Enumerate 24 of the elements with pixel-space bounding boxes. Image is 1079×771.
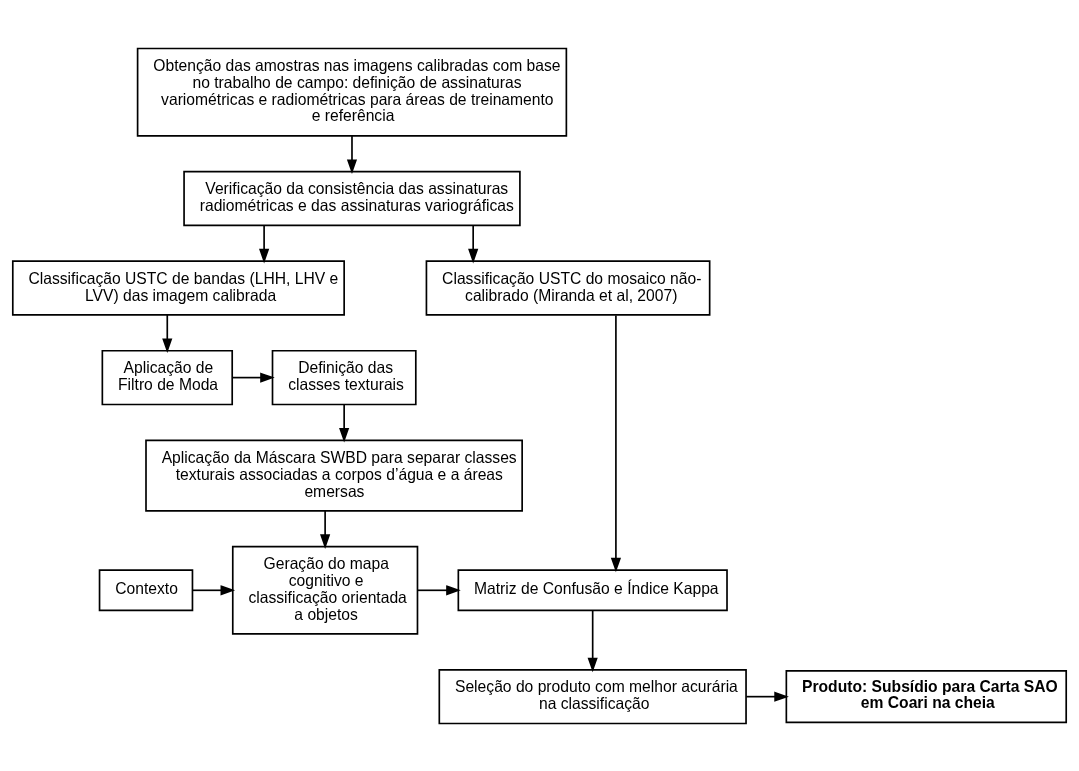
node-box: Classificação USTC do mosaico não-calibrado (Miranda et al, 2007): [425, 259, 711, 316]
node-box: Matriz de Confusão e Índice Kappa: [457, 568, 728, 611]
arrow: [259, 224, 270, 263]
arrow: [339, 403, 350, 443]
arrow: [416, 584, 461, 595]
arrow: [191, 584, 236, 595]
node-box: Verificação da consistência das assinaturas radiométricas e das assinaturas variográficas: [183, 170, 521, 226]
node-box: Geração do mapa cognitivo e classificação orientada a objetos: [231, 545, 419, 635]
arrow: [346, 134, 358, 174]
node-box: Aplicação da Máscara SWBD para separar classes texturais associadas a corpos d’água e a áreas emersas: [145, 438, 523, 512]
arrow: [231, 372, 275, 383]
arrow: [320, 509, 331, 549]
node-box: Seleção do produto com melhor acurária na classificação: [438, 668, 747, 724]
arrow: [162, 313, 173, 353]
node-box: Aplicação de Filtro de Moda: [101, 349, 234, 405]
node-box: Classificação USTC de bandas (LHH, LHV e LVV) das imagem calibrada: [11, 259, 345, 316]
arrow: [745, 691, 789, 702]
node-box: Definição das classes texturais: [271, 349, 417, 405]
node-box: Obtenção das amostras nas imagens calibradas com base no trabalho de campo: definição de assinaturas variométricas e radiométricas para áreas de treinamento e referência: [136, 47, 568, 137]
arrow: [587, 609, 598, 672]
arrow: [468, 224, 479, 263]
arrow: [610, 314, 621, 572]
node-box: Contexto: [98, 568, 194, 611]
node-box: Produto: Subsídio para Carta SAO em Coari na cheia: [785, 669, 1068, 723]
